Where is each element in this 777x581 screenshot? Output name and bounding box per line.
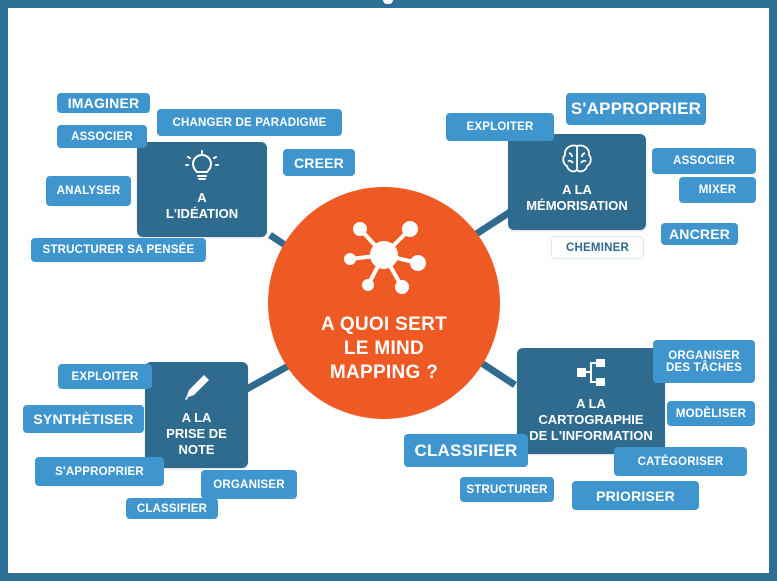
tag-analyser: ANALYSER	[46, 176, 131, 206]
tag-organiser-note: ORGANISER	[201, 470, 297, 499]
tag-s-approprier-memo: S'APPROPRIER	[566, 93, 706, 125]
tag-structurer-sa-pensee: STRUCTURER SA PENSÉE	[31, 238, 206, 262]
center-node: A QUOI SERT LE MIND MAPPING ?	[268, 187, 500, 419]
brain-icon	[562, 144, 592, 173]
hub-ideation-label: A L'IDÉATION	[165, 190, 239, 221]
tag-mixer: MIXER	[679, 177, 756, 203]
tag-classifier-carto: CLASSIFIER	[404, 434, 528, 467]
lightbulb-icon	[185, 150, 219, 180]
tag-associer-memo: ASSOCIER	[652, 148, 756, 174]
pencil-icon	[184, 375, 209, 400]
tag-organiser-des-taches: ORGANISER DES TÂCHES	[653, 340, 755, 383]
tag-cheminer: CHEMINER	[551, 236, 644, 259]
tag-imaginer: IMAGINER	[57, 93, 150, 113]
tag-classifier-note: CLASSIFIER	[126, 498, 218, 519]
network-icon	[344, 221, 426, 294]
tag-s-approprier-note: S'APPROPRIER	[35, 457, 164, 486]
hub-memorisation-label: A LA MÉMORISATION	[526, 182, 628, 213]
hub-prise-de-note-label: A LA PRISE DE NOTE	[166, 410, 227, 457]
tag-synthetiser: SYNTHÈTISER	[23, 405, 144, 433]
tag-ancrer: ANCRER	[661, 223, 738, 245]
hierarchy-icon	[577, 359, 605, 386]
tag-modeliser: MODÈLISER	[667, 401, 755, 426]
hub-cartographie: A LA CARTOGRAPHIE DE L'INFORMATION	[517, 348, 665, 454]
tag-exploiter-memo: EXPLOITER	[446, 113, 554, 141]
tag-categoriser: CATÉGORISER	[614, 447, 747, 476]
frame-notch	[383, 0, 393, 4]
tag-structurer: STRUCTURER	[460, 477, 554, 502]
hub-cartographie-label: A LA CARTOGRAPHIE DE L'INFORMATION	[529, 396, 653, 443]
hub-ideation: A L'IDÉATION	[137, 142, 267, 237]
center-title: A QUOI SERT LE MIND MAPPING ?	[320, 314, 448, 383]
tag-associer-ideation: ASSOCIER	[57, 125, 147, 148]
tag-prioriser: PRIORISER	[572, 481, 699, 510]
tag-exploiter-note: EXPLOITER	[58, 364, 152, 389]
hub-memorisation: A LA MÉMORISATION	[508, 134, 646, 230]
hub-prise-de-note: A LA PRISE DE NOTE	[145, 362, 248, 468]
tag-creer: CREER	[283, 149, 355, 176]
tag-changer-de-paradigme: CHANGER DE PARADIGME	[157, 109, 342, 136]
